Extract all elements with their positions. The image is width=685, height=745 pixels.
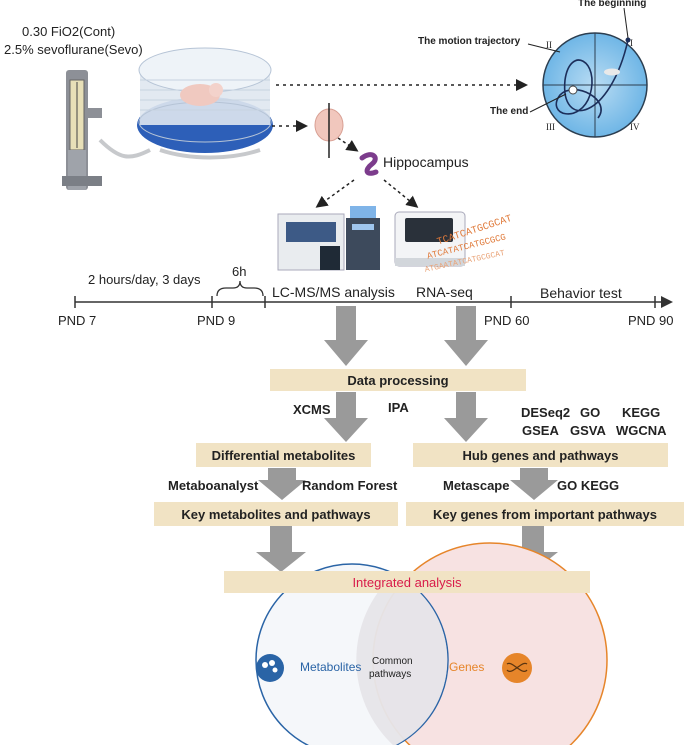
maze-end-label: The end — [490, 106, 529, 117]
differential-metabolites-box: Differential metabolites — [196, 443, 371, 467]
kegg-label: KEGG — [622, 405, 661, 420]
six-hour-label: 6h — [232, 264, 247, 279]
gray-flow-arrows — [256, 306, 558, 572]
water-maze-icon — [527, 7, 648, 138]
hippocampus-icon — [359, 152, 379, 176]
random-forest-label: Random Forest — [302, 478, 398, 493]
quadrant-iv-label: IV — [630, 122, 640, 132]
lcms-label: LC-MS/MS analysis — [272, 284, 395, 300]
go-label: GO — [580, 405, 601, 420]
venn-genes-label: Genes — [449, 660, 485, 674]
brain-icon — [314, 103, 344, 158]
sevo-group-label: 2.5% sevoflurane(Sevo) — [4, 42, 143, 57]
pnd60-label: PND 60 — [484, 313, 530, 328]
venn-diagram — [255, 542, 608, 745]
gsea-label: GSEA — [522, 423, 559, 438]
hub-genes-box: Hub genes and pathways — [413, 443, 668, 467]
arrow-to-lcms — [315, 179, 355, 208]
quadrant-iii-label: III — [546, 122, 555, 132]
venn-pathways-label: pathways — [369, 669, 412, 680]
quadrant-i-label: I — [630, 38, 633, 48]
behavior-test-label: Behavior test — [540, 285, 622, 301]
venn-metabolites-label: Metabolites — [300, 660, 362, 674]
deseq2-label: DESeq2 — [521, 405, 571, 420]
go-kegg-label: GO KEGG — [557, 478, 620, 493]
xcms-label: XCMS — [293, 402, 331, 417]
metascape-label: Metascape — [443, 478, 510, 493]
wgcna-label: WGCNA — [616, 423, 667, 438]
arrow-to-hippocampus — [337, 137, 359, 152]
sequencer-icon — [394, 211, 466, 267]
data-processing-box: Data processing — [270, 369, 526, 391]
hippocampus-label: Hippocampus — [383, 154, 469, 170]
maze-beginning-label: The beginning — [578, 0, 647, 9]
pnd7-label: PND 7 — [58, 313, 97, 328]
arrow-to-rnaseq — [383, 179, 419, 208]
six-hour-bracket — [216, 280, 264, 297]
maze-trajectory-label: The motion trajectory — [418, 36, 521, 47]
metabolite-molecule-icon — [256, 654, 284, 682]
pnd9-label: PND 9 — [197, 313, 236, 328]
flowmeter-icon — [62, 70, 151, 190]
pnd90-label: PND 90 — [628, 313, 674, 328]
quadrant-ii-label: II — [546, 40, 552, 50]
exposure-duration-label: 2 hours/day, 3 days — [88, 272, 201, 287]
key-metabolites-box: Key metabolites and pathways — [154, 502, 398, 526]
rnaseq-label: RNA-seq — [416, 284, 473, 300]
venn-common-label: Common — [372, 656, 413, 667]
key-genes-box: Key genes from important pathways — [406, 502, 684, 526]
lcms-instrument-icon — [277, 206, 380, 271]
metaboanalyst-label: Metaboanalyst — [168, 478, 259, 493]
overlap-region — [356, 574, 448, 745]
integrated-analysis-box: Integrated analysis — [224, 571, 590, 593]
control-group-label: 0.30 FiO2(Cont) — [22, 24, 116, 39]
ipa-label: IPA — [388, 400, 409, 415]
gsva-label: GSVA — [570, 423, 606, 438]
exposure-chamber-icon — [137, 47, 273, 160]
